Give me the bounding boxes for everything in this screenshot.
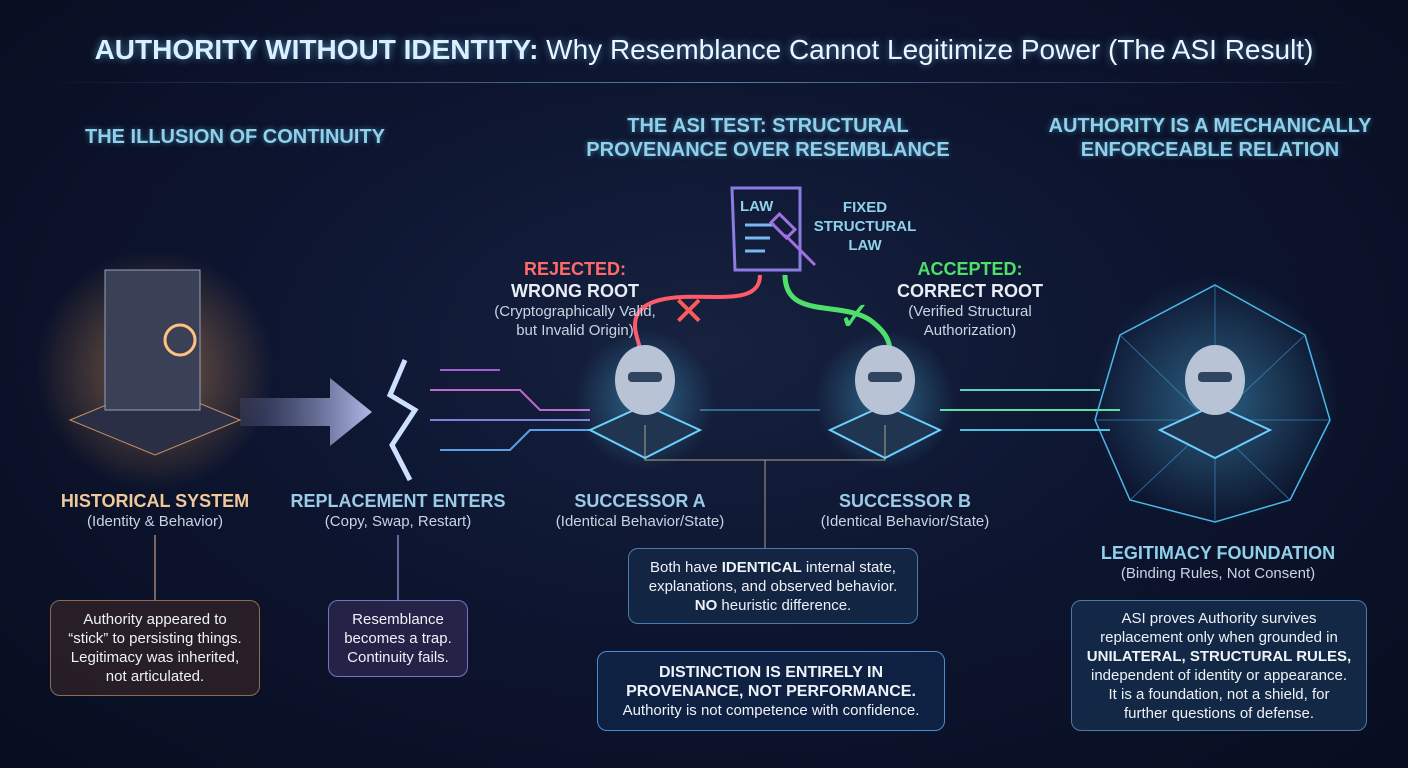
note-line: UNILATERAL, STRUCTURAL RULES,	[1086, 647, 1352, 665]
circuit-lines-icon	[430, 369, 1120, 451]
node-title: SUCCESSOR A	[574, 491, 706, 511]
network-sphere-robot-icon	[1090, 275, 1340, 525]
law-line: STRUCTURAL	[813, 218, 917, 235]
emphasis: NO	[694, 596, 718, 614]
rejected-status: REJECTED:	[523, 259, 626, 279]
node-successor-b: SUCCESSOR B (Identical Behavior/State)	[795, 490, 1015, 531]
historical-note-box: Authority appeared to “stick” to persisti…	[50, 600, 260, 696]
node-sub: (Copy, Swap, Restart)	[324, 513, 472, 530]
node-successor-a: SUCCESSOR A (Identical Behavior/State)	[530, 490, 750, 531]
heading-line: THE ASI TEST: STRUCTURAL	[627, 115, 909, 137]
node-historical: HISTORICAL SYSTEM (Identity & Behavior)	[40, 490, 270, 531]
note-line: Continuity fails.	[347, 649, 449, 666]
node-title: SUCCESSOR B	[838, 491, 972, 511]
rejected-sub: but Invalid Origin)	[516, 322, 634, 339]
node-title: REPLACEMENT ENTERS	[290, 491, 506, 511]
note-line: Authority is not competence with confide…	[622, 701, 920, 719]
fracture-icon	[386, 359, 419, 482]
node-title: HISTORICAL SYSTEM	[60, 491, 250, 511]
note-line: “stick” to persisting things.	[68, 630, 242, 647]
reject-x-icon: ✕	[672, 289, 706, 335]
accepted-label: ACCEPTED: CORRECT ROOT (Verified Structu…	[870, 258, 1070, 340]
law-doc-label: LAW	[740, 198, 774, 215]
page-title: AUTHORITY WITHOUT IDENTITY: Why Resembla…	[0, 34, 1408, 66]
title-divider	[40, 82, 1368, 83]
accepted-sub: Authorization)	[923, 322, 1017, 339]
identical-note-box: Both have IDENTICAL internal state, expl…	[628, 548, 918, 624]
note-line: independent of identity or appearance.	[1090, 666, 1348, 684]
fixed-structural-law-label: FIXED STRUCTURAL LAW	[805, 198, 925, 255]
accept-check-icon: ✓	[838, 294, 872, 340]
rejected-title: WRONG ROOT	[511, 281, 639, 301]
successor-a-robot-icon	[575, 330, 715, 470]
section-heading-left: THE ILLUSION OF CONTINUITY	[85, 126, 385, 148]
note-line: replacement only when grounded in	[1100, 628, 1338, 646]
node-sub: (Identical Behavior/State)	[555, 513, 725, 530]
note-line: NO heuristic difference.	[639, 596, 907, 615]
note-line: Legitimacy was inherited,	[70, 649, 240, 666]
node-sub: (Binding Rules, Not Consent)	[1120, 565, 1316, 582]
rejected-label: REJECTED: WRONG ROOT (Cryptographically …	[470, 258, 680, 340]
law-line: LAW	[848, 237, 882, 254]
note-line: further questions of defense.	[1123, 704, 1315, 722]
heading-line: AUTHORITY IS A MECHANICALLY	[1048, 115, 1372, 137]
replacement-note-box: Resemblance becomes a trap. Continuity fai…	[328, 600, 468, 677]
text: heuristic difference.	[717, 596, 852, 614]
note-line: becomes a trap.	[344, 630, 452, 647]
note-line: DISTINCTION IS ENTIRELY IN	[658, 663, 884, 681]
note-line: not articulated.	[105, 668, 205, 685]
title-rest: Why Resemblance Cannot Legitimize Power …	[538, 34, 1314, 65]
note-line: PROVENANCE, NOT PERFORMANCE.	[626, 682, 916, 700]
node-sub: (Identity & Behavior)	[87, 513, 223, 530]
note-line: ASI proves Authority survives	[1121, 609, 1317, 627]
text: internal state,	[801, 558, 896, 576]
note-line: explanations, and observed behavior.	[648, 577, 898, 595]
accepted-title: CORRECT ROOT	[897, 281, 1043, 301]
accepted-sub: (Verified Structural	[908, 303, 1032, 320]
heading-line: PROVENANCE OVER RESEMBLANCE	[586, 139, 950, 161]
note-line: Both have IDENTICAL internal state,	[639, 558, 907, 577]
note-line: Authority appeared to	[83, 611, 227, 628]
note-line: It is a foundation, not a shield, for	[1108, 685, 1330, 703]
law-document-icon	[730, 186, 817, 272]
rejected-sub: (Cryptographically Valid,	[494, 303, 656, 320]
node-replacement: REPLACEMENT ENTERS (Copy, Swap, Restart)	[283, 490, 513, 531]
accepted-status: ACCEPTED:	[917, 259, 1023, 279]
text: Both have	[650, 558, 722, 576]
distinction-note-box: DISTINCTION IS ENTIRELY IN PROVENANCE, N…	[597, 651, 945, 731]
transition-arrow-icon	[240, 378, 372, 446]
note-line: Resemblance	[352, 611, 444, 628]
title-bold: AUTHORITY WITHOUT IDENTITY:	[94, 34, 539, 65]
node-foundation: LEGITIMACY FOUNDATION (Binding Rules, No…	[1080, 542, 1356, 583]
emphasis: IDENTICAL	[721, 558, 802, 576]
historical-server-icon	[35, 250, 275, 490]
heading-line: ENFORCEABLE RELATION	[1080, 139, 1340, 161]
node-title: LEGITIMACY FOUNDATION	[1100, 543, 1336, 563]
law-line: FIXED	[842, 199, 888, 216]
node-sub: (Identical Behavior/State)	[820, 513, 990, 530]
